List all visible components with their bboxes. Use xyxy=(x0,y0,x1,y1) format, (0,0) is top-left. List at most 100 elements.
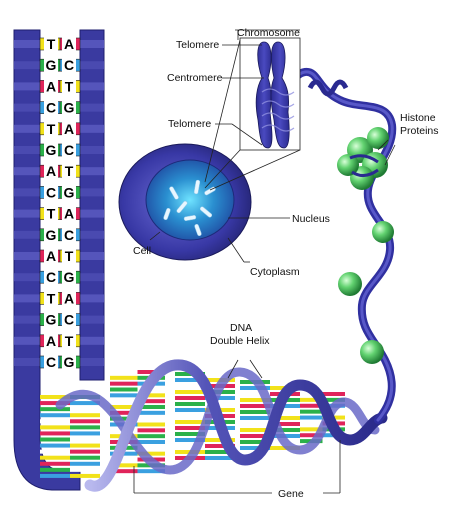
helix-rung-half xyxy=(205,444,235,448)
helix-rung-half xyxy=(137,410,165,415)
base-letter-plate xyxy=(62,270,76,285)
base-left-letter: G xyxy=(46,57,57,73)
helix-rung-half xyxy=(70,443,100,448)
helix-rung-half xyxy=(240,428,270,432)
helix-rung-half xyxy=(40,407,70,412)
backbone-segment xyxy=(14,315,40,324)
helix-rung-half xyxy=(240,404,270,408)
backbone-segment xyxy=(80,124,104,133)
backbone-segment xyxy=(80,230,104,239)
backbone-segment xyxy=(14,252,40,260)
helix-rung-half xyxy=(137,434,165,439)
backbone-segment xyxy=(14,294,40,303)
helix-rung-half xyxy=(270,416,300,420)
helix-rung-half xyxy=(110,463,138,468)
helix-rung-half xyxy=(300,403,323,408)
base-letter-plate xyxy=(62,291,76,306)
helix-rung-half xyxy=(240,416,270,420)
base-left-letter: G xyxy=(46,312,57,328)
chromosome-label: Chromosome xyxy=(237,27,300,39)
base-letter-plate xyxy=(44,164,58,179)
base-left-letter: A xyxy=(46,163,56,179)
helix-rung-half xyxy=(240,440,270,444)
base-right-letter: T xyxy=(65,78,74,94)
helix-rung-half xyxy=(70,449,100,454)
helix-rung-half xyxy=(40,449,70,454)
chromosome-right-chromatid xyxy=(270,41,290,149)
base-letter-plate xyxy=(44,121,58,136)
base-letter-plate xyxy=(62,143,76,157)
base-letter-plate xyxy=(62,312,76,327)
helix-rung-half xyxy=(175,426,205,430)
helix-rung-half xyxy=(300,397,323,402)
base-letter-plate xyxy=(44,58,58,73)
base-right-letter: A xyxy=(64,36,74,52)
dna-double-helix xyxy=(40,359,388,492)
helix-rung-half xyxy=(137,445,165,450)
helix-rung-half xyxy=(40,395,70,399)
base-right-letter: T xyxy=(65,163,74,179)
proteins-label: Proteins xyxy=(400,125,439,137)
helix-rung-half xyxy=(205,396,235,400)
base-left-letter: G xyxy=(46,227,57,243)
helix-rung-half xyxy=(175,390,205,394)
backbone-segment xyxy=(14,358,40,366)
helix-rung-half xyxy=(70,473,100,478)
helix-rung-half xyxy=(270,380,300,384)
helix-rung-half xyxy=(40,443,70,448)
backbone-segment xyxy=(14,167,40,176)
helix-rung-half xyxy=(70,413,100,418)
backbone-segment xyxy=(80,294,104,303)
base-letter-plate xyxy=(44,355,58,369)
base-letter-plate xyxy=(62,58,76,73)
base-left-letter: A xyxy=(46,333,56,349)
base-letter-plate xyxy=(62,206,76,221)
base-letter-plate xyxy=(44,333,58,348)
helix-rung-half xyxy=(110,387,138,392)
backbone-segment xyxy=(14,124,40,133)
helix-rung-half xyxy=(110,375,138,380)
backbone-segment xyxy=(14,61,40,70)
helix-rung-half xyxy=(110,457,138,462)
base-right-letter: A xyxy=(64,206,74,222)
backbone-segment xyxy=(80,82,104,91)
helix-rung-half xyxy=(110,410,138,415)
backbone-segment xyxy=(14,209,40,218)
base-right-letter: G xyxy=(64,269,75,285)
base-letter-plate xyxy=(44,79,58,94)
base-letter-plate xyxy=(62,249,76,263)
backbone-segment xyxy=(80,336,104,345)
backbone-segment xyxy=(80,61,104,70)
helix-rung-half xyxy=(137,451,165,456)
helix-rung-half xyxy=(110,381,138,386)
labels: Chromosome Telomere Centromere Telomere … xyxy=(133,27,439,500)
double-helix-label: Double Helix xyxy=(210,335,270,347)
base-letter-plate xyxy=(44,270,58,285)
base-letter-plate xyxy=(62,100,76,115)
helix-rung-half xyxy=(300,421,323,426)
helix-rung-half xyxy=(137,440,165,444)
base-right-letter: G xyxy=(64,354,75,370)
histone-bead xyxy=(337,154,359,176)
base-left-letter: T xyxy=(47,290,56,306)
base-left-letter: T xyxy=(47,121,56,137)
helix-rung-half xyxy=(175,414,205,418)
helix-rung-half xyxy=(205,372,235,376)
base-left-letter: C xyxy=(46,269,56,285)
helix-rung-half xyxy=(175,402,205,406)
helix-rung-half xyxy=(70,419,100,424)
backbone-segment xyxy=(14,273,40,282)
helix-rung-half xyxy=(110,399,138,404)
base-right-letter: G xyxy=(64,184,75,200)
helix-rung-half xyxy=(110,469,138,474)
base-letter-plate xyxy=(62,79,76,94)
base-left-letter: T xyxy=(47,206,56,222)
dna-label: DNA xyxy=(230,322,252,334)
helix-rung-half xyxy=(240,434,270,438)
